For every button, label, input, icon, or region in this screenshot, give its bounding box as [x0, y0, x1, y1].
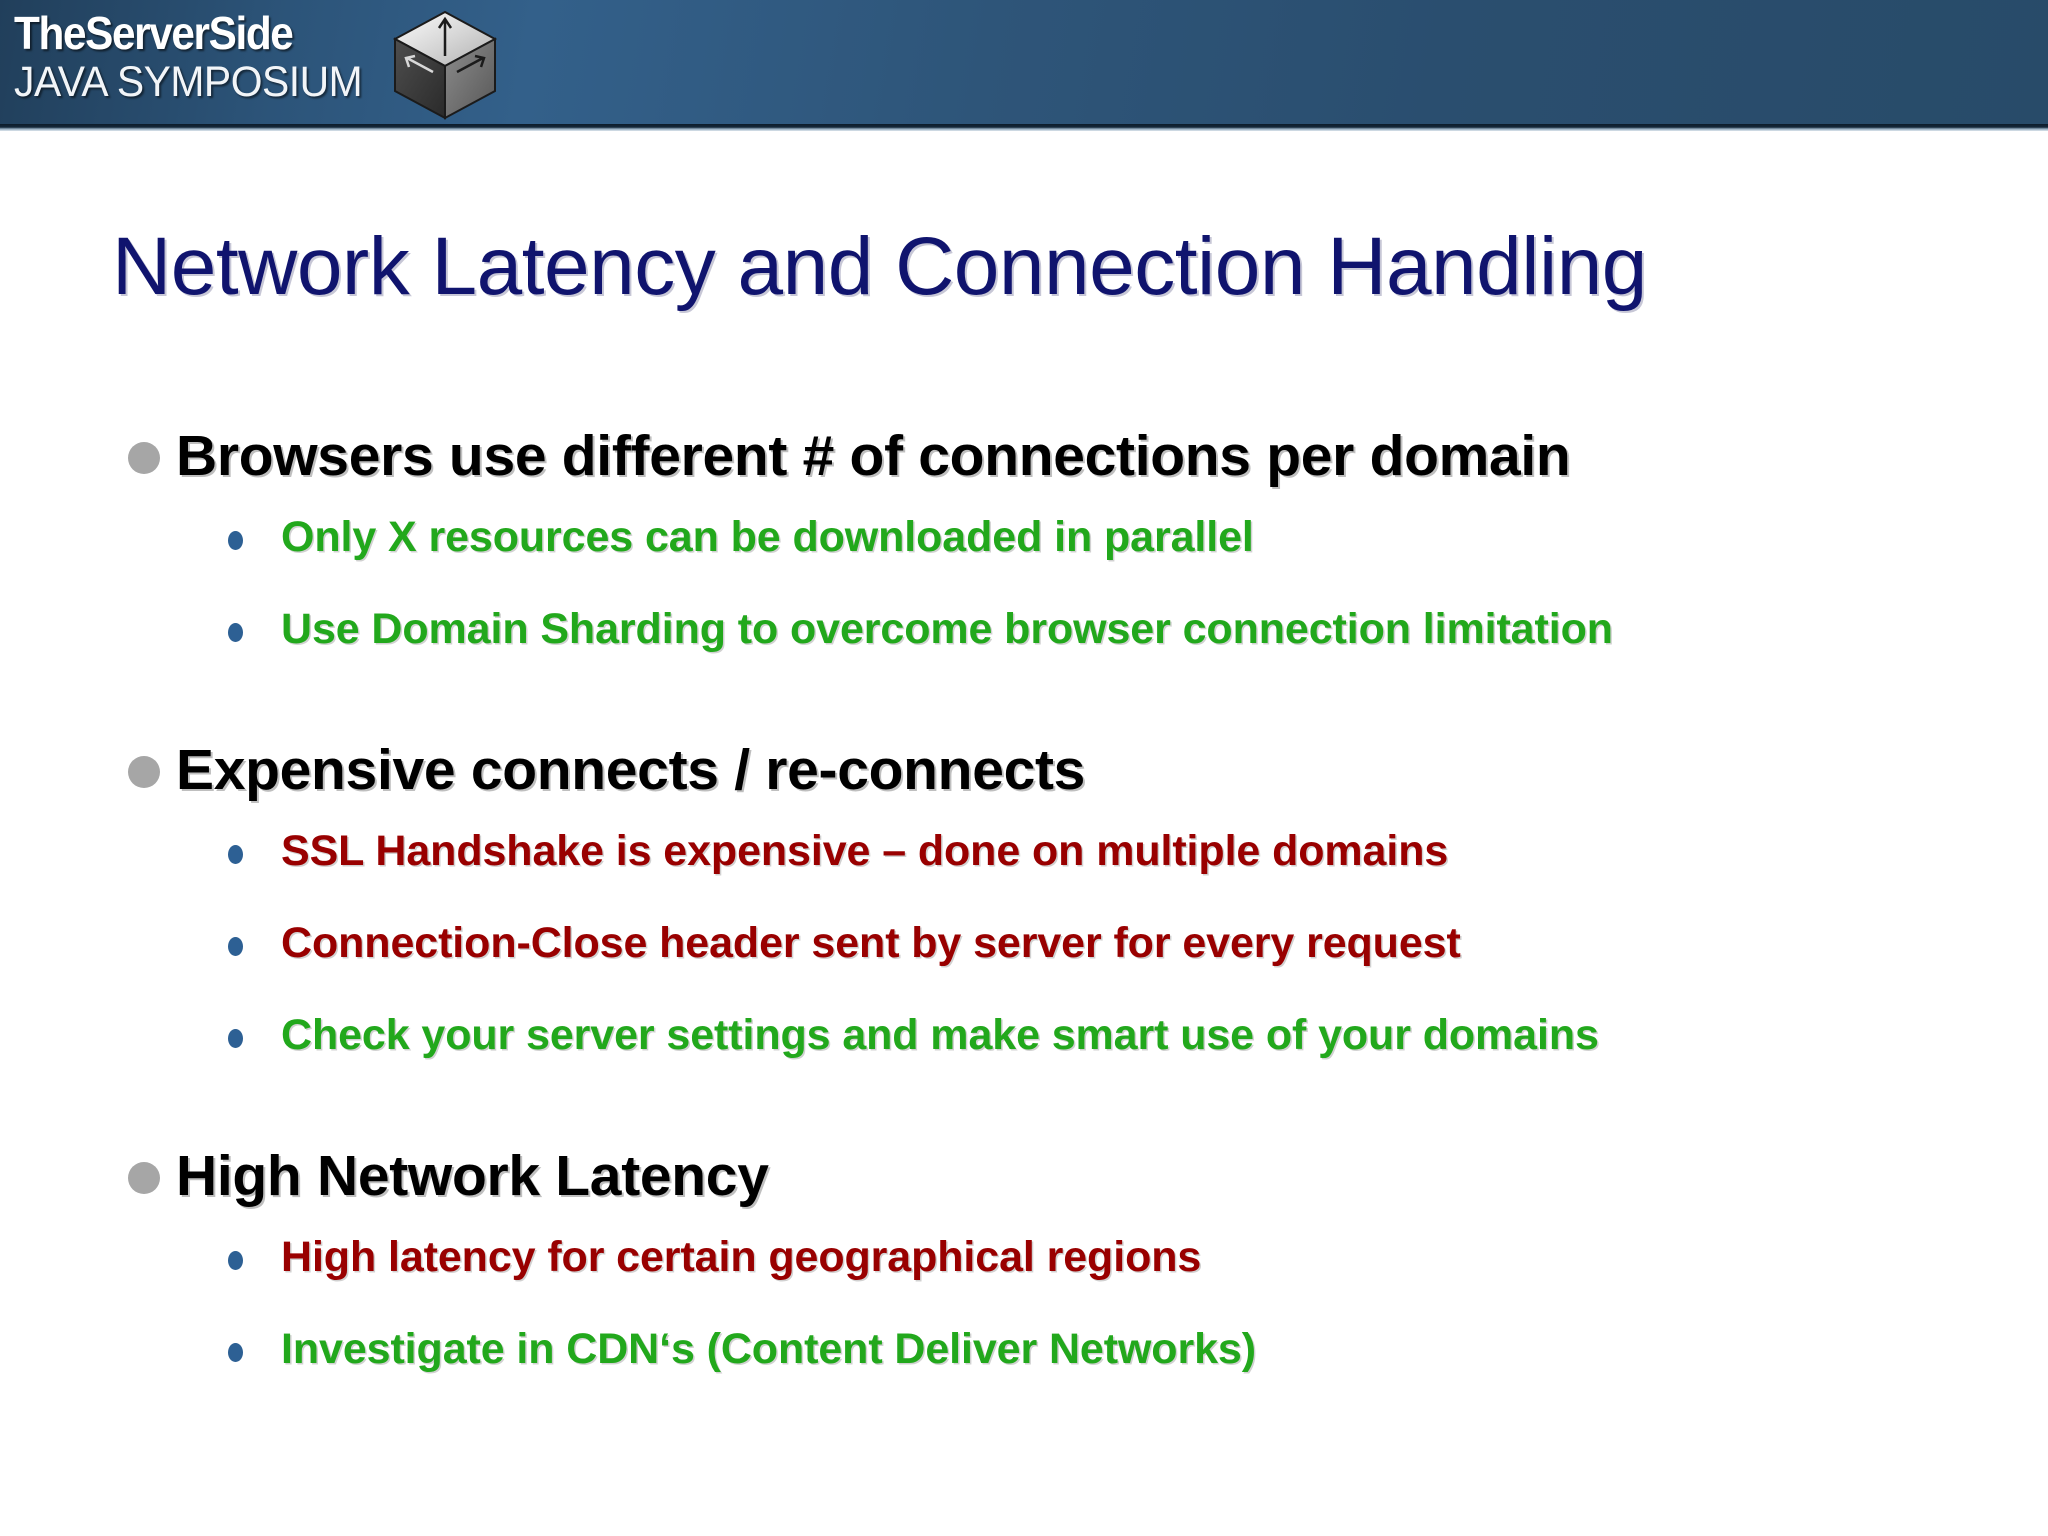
bullet-level2: Check your server settings and make smar…	[0, 1004, 2048, 1096]
bullet-level1: Expensive connects / re-connects	[0, 734, 2048, 820]
bullet-level2-label: Connection-Close header sent by server f…	[281, 919, 1461, 967]
bullet-level1-label: Expensive connects / re-connects	[176, 738, 1086, 802]
brand-name-primary: TheServerSide	[14, 7, 294, 59]
slide-body: Browsers use different # of connections …	[0, 420, 2048, 1410]
bullet-level2-label: Investigate in CDN‘s (Content Deliver Ne…	[281, 1325, 1256, 1373]
brand-name-secondary: JAVA SYMPOSIUM	[14, 58, 363, 106]
conference-header-banner: TheServerSide JAVA SYMPOSIUM	[0, 0, 2048, 131]
bullet-group: Browsers use different # of connections …	[0, 420, 2048, 690]
bullet-level2-label: Only X resources can be downloaded in pa…	[281, 513, 1254, 561]
bullet-dot-level1-icon	[128, 756, 160, 788]
bullet-dot-level2-icon	[228, 1251, 243, 1270]
bullet-dot-level2-icon	[228, 937, 243, 956]
bullet-level2-label: Use Domain Sharding to overcome browser …	[281, 605, 1613, 653]
bullet-level2: Investigate in CDN‘s (Content Deliver Ne…	[0, 1318, 2048, 1410]
bullet-dot-level2-icon	[228, 1029, 243, 1048]
slide-title: Network Latency and Connection Handling	[112, 221, 1647, 312]
group-spacer	[0, 690, 2048, 734]
bullet-level2: Connection-Close header sent by server f…	[0, 912, 2048, 1004]
bullet-dot-level2-icon	[228, 1343, 243, 1362]
group-spacer	[0, 1096, 2048, 1140]
bullet-dot-level1-icon	[128, 1162, 160, 1194]
bullet-level1: High Network Latency	[0, 1140, 2048, 1226]
bullet-level2-label: High latency for certain geographical re…	[281, 1233, 1202, 1281]
bullet-level2-label: Check your server settings and make smar…	[281, 1011, 1599, 1059]
bullet-level2: Only X resources can be downloaded in pa…	[0, 506, 2048, 598]
bullet-dot-level2-icon	[228, 845, 243, 864]
bullet-level2: SSL Handshake is expensive – done on mul…	[0, 820, 2048, 912]
bullet-dot-level2-icon	[228, 623, 243, 642]
bullet-level2-label: SSL Handshake is expensive – done on mul…	[281, 827, 1449, 875]
bullet-group: Expensive connects / re-connects SSL Han…	[0, 734, 2048, 1096]
bullet-dot-level1-icon	[128, 442, 160, 474]
bullet-level1-label: High Network Latency	[176, 1144, 769, 1208]
brand-logotype: TheServerSide JAVA SYMPOSIUM	[14, 8, 384, 118]
isometric-cube-icon	[392, 10, 498, 120]
bullet-level2: Use Domain Sharding to overcome browser …	[0, 598, 2048, 690]
bullet-level1-label: Browsers use different # of connections …	[176, 424, 1571, 488]
bullet-level1: Browsers use different # of connections …	[0, 420, 2048, 506]
bullet-level2: High latency for certain geographical re…	[0, 1226, 2048, 1318]
bullet-dot-level2-icon	[228, 531, 243, 550]
bullet-group: High Network Latency High latency for ce…	[0, 1140, 2048, 1410]
